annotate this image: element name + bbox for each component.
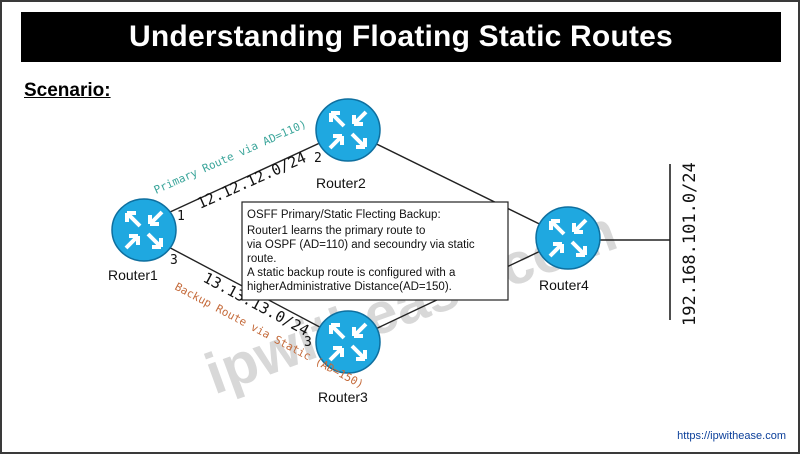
interface-r2: 2 [314, 151, 322, 166]
router3-icon[interactable] [315, 310, 381, 374]
router4-label: Router4 [539, 277, 589, 293]
router3-label: Router3 [318, 389, 368, 405]
interface-r1-r2: 1 [177, 209, 185, 224]
note-box [241, 201, 509, 301]
link-r1-r2 [143, 129, 349, 225]
note-line-5: higherAdministrative Distance(AD=150). [247, 281, 452, 293]
note-line-3: route. [247, 253, 276, 265]
interface-r1-r3: 3 [170, 253, 178, 268]
footer-url[interactable]: https://ipwithease.com [677, 430, 786, 442]
note-heading: OSFF Primary/Static Flecting Backup: [247, 209, 441, 221]
title-bar: Understanding Floating Static Routes [21, 12, 781, 62]
router1-label: Router1 [108, 267, 158, 283]
interface-r3: 3 [304, 335, 312, 350]
router2-label: Router2 [316, 175, 366, 191]
router2-icon[interactable] [315, 98, 381, 162]
lan-subnet-label: 192.168.101.0/24 [680, 162, 700, 326]
note-line-2: via OSPF (AD=110) and secoundry via stat… [247, 239, 475, 251]
router4-icon[interactable] [535, 206, 601, 270]
page-title: Understanding Floating Static Routes [129, 20, 673, 53]
note-line-1: Router1 learns the primary route to [247, 225, 425, 237]
router1-icon[interactable] [111, 198, 177, 262]
note-line-4: A static backup route is configured with… [247, 267, 456, 279]
link-r2-r4 [347, 129, 569, 239]
scenario-label: Scenario: [24, 80, 111, 101]
